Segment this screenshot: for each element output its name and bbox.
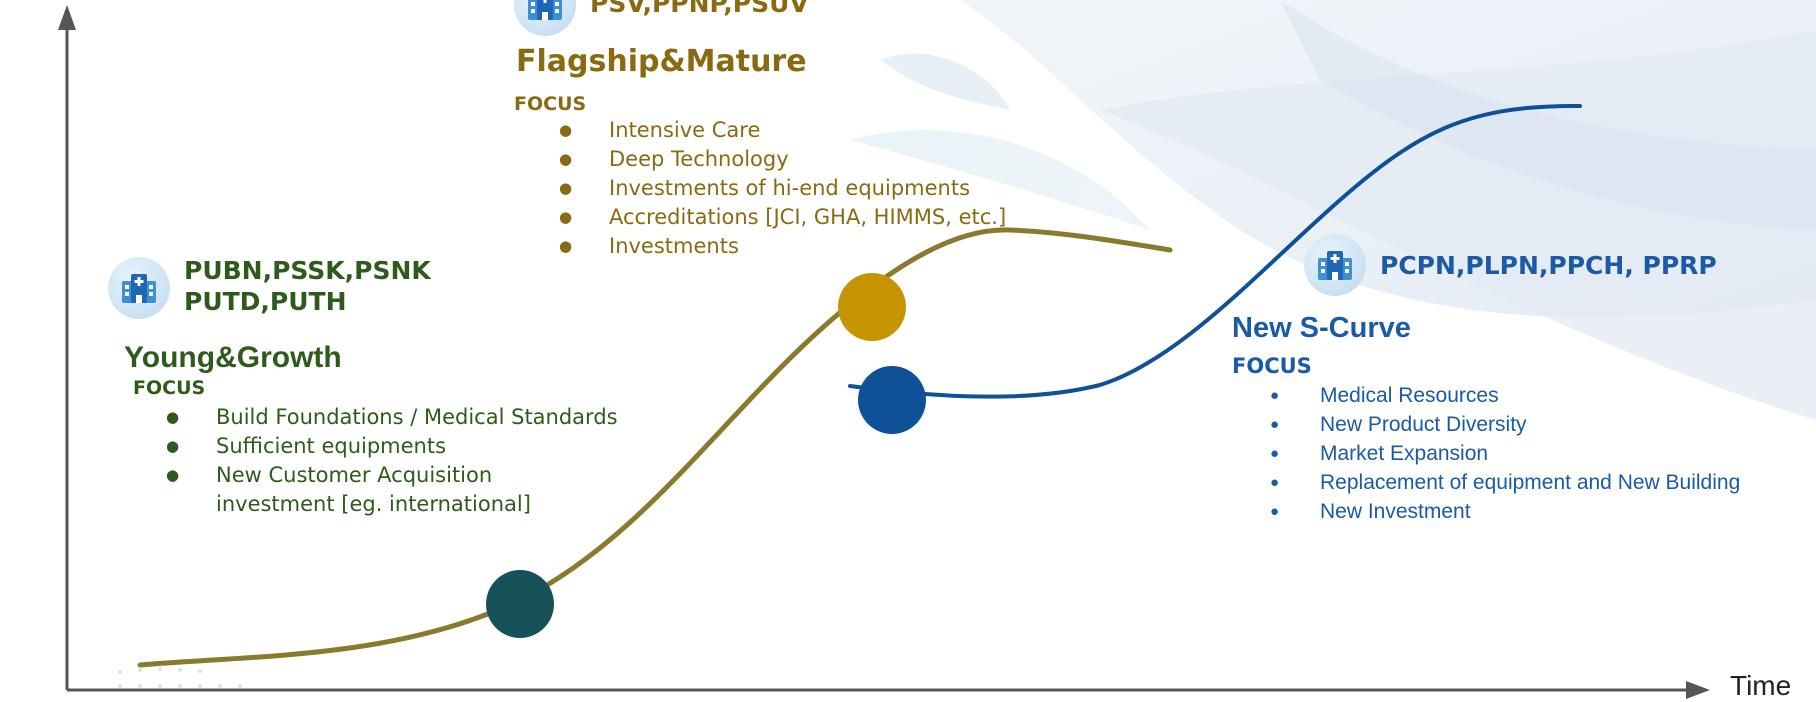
focus-item: Investments: [525, 232, 1085, 261]
focus-item: Build Foundations / Medical Standards: [132, 403, 692, 432]
focus-item: Intensive Care: [525, 116, 1085, 145]
focus-item: Sufficient equipments: [132, 432, 692, 461]
focus-item: Investments of hi-end equipments: [525, 174, 1085, 203]
stage-title-new: New S-Curve: [1232, 312, 1411, 344]
focus-list-mature: Intensive Care Deep Technology Investmen…: [525, 116, 1085, 261]
background-swoosh: [1100, 30, 1816, 420]
y-axis-arrow: [58, 5, 76, 30]
focus-item: New Investment: [1236, 497, 1766, 526]
focus-list-new: Medical Resources New Product Diversity …: [1236, 381, 1766, 526]
focus-item: New Product Diversity: [1236, 410, 1766, 439]
focus-item: Market Expansion: [1236, 439, 1766, 468]
focus-item: Replacement of equipment and New Buildin…: [1236, 468, 1766, 497]
hospital-icon: [1304, 234, 1366, 296]
focus-item: Accreditations [JCI, GHA, HIMMS, etc.]: [525, 203, 1085, 232]
stage-title-mature: Flagship&Mature: [516, 44, 807, 79]
focus-label-young: FOCUS: [133, 377, 206, 399]
hospital-list-young: PUBN,PSSK,PSNK PUTD,PUTH: [184, 255, 431, 317]
hospital-icon: [514, 0, 576, 36]
background-swoosh: [1280, 0, 1816, 230]
x-axis-arrow: [1686, 681, 1710, 699]
hospital-icon: [108, 257, 170, 319]
hospital-list-line: PUBN,PSSK,PSNK: [184, 256, 431, 285]
hospital-list-mature: PSV,PPNP,PSUV: [590, 0, 809, 18]
background-swoosh: [880, 53, 1010, 110]
hospital-list-new: PCPN,PLPN,PPCH, PPRP: [1380, 251, 1717, 280]
stage-title-young: Young&Growth: [124, 341, 342, 374]
focus-item: New Customer Acquisition investment [eg.…: [132, 461, 616, 519]
focus-item: Medical Resources: [1236, 381, 1766, 410]
focus-label-mature: FOCUS: [514, 93, 587, 115]
focus-list-young: Build Foundations / Medical Standards Su…: [132, 403, 692, 519]
stage-marker-young: [486, 570, 554, 638]
growth-curve-blue: [848, 103, 1582, 399]
focus-label-new: FOCUS: [1232, 354, 1312, 378]
stage-marker-new: [858, 366, 926, 434]
focus-item: Deep Technology: [525, 145, 1085, 174]
origin-dots: [118, 667, 242, 688]
hospital-list-line: PUTD,PUTH: [184, 287, 347, 316]
x-axis-label: Time: [1730, 670, 1792, 701]
stage-marker-mature: [838, 273, 906, 341]
